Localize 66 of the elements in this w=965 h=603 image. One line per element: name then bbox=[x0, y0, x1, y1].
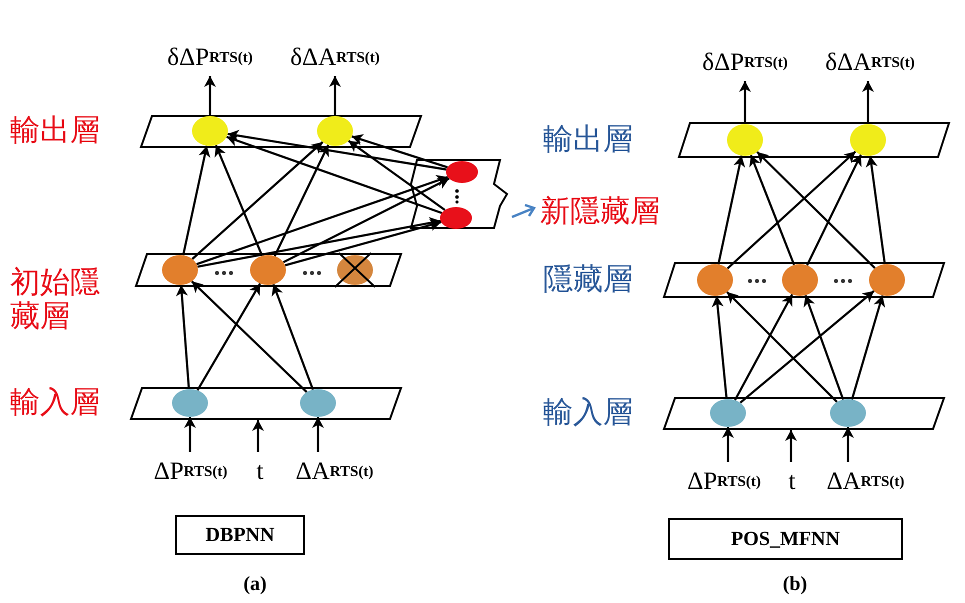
arrow bbox=[197, 217, 441, 268]
arrow bbox=[204, 76, 216, 116]
layer-label: 輸出層 bbox=[10, 115, 101, 148]
arrow bbox=[312, 417, 324, 452]
input-label: t bbox=[784, 462, 800, 502]
arrow bbox=[176, 284, 190, 390]
layer-label: 隱藏層 bbox=[543, 262, 634, 298]
neuron-circle bbox=[697, 264, 733, 296]
neuron-circle bbox=[172, 389, 208, 417]
arrow bbox=[842, 427, 854, 462]
layer-label: 新隱藏層 bbox=[540, 194, 661, 230]
neuron-circle bbox=[727, 124, 763, 156]
arrow bbox=[726, 291, 838, 403]
arrow bbox=[329, 76, 341, 116]
neuron-circle bbox=[300, 389, 336, 417]
arrow bbox=[182, 146, 210, 256]
arrow bbox=[192, 141, 324, 260]
neuron-circle bbox=[446, 161, 478, 183]
neuron-circle bbox=[782, 264, 818, 296]
arrow bbox=[196, 282, 262, 391]
neuron-circle bbox=[710, 399, 746, 427]
arrow bbox=[740, 290, 875, 404]
arrow bbox=[228, 130, 447, 171]
arrow bbox=[850, 295, 886, 400]
neuron-circle bbox=[869, 264, 905, 296]
arrow bbox=[866, 156, 886, 264]
neuron-circle bbox=[850, 124, 886, 156]
arrow bbox=[191, 280, 308, 393]
neuron-circle bbox=[830, 399, 866, 427]
arrow bbox=[252, 420, 264, 452]
layer-label: 輸入層 bbox=[10, 387, 101, 420]
arrow bbox=[785, 430, 797, 462]
arrow bbox=[717, 155, 746, 265]
input-label: t bbox=[252, 452, 268, 492]
arrow bbox=[734, 294, 794, 401]
arrow bbox=[726, 150, 856, 270]
arrow bbox=[756, 151, 876, 269]
arrow bbox=[862, 81, 874, 124]
arrow bbox=[351, 134, 448, 168]
panel-label: (a) bbox=[242, 572, 268, 596]
arrow bbox=[722, 427, 734, 462]
arrow bbox=[348, 140, 446, 211]
layer-label: 初始隱藏層 bbox=[10, 264, 101, 336]
arrow bbox=[272, 284, 314, 390]
model-name-label: POS_MFNN bbox=[668, 518, 903, 560]
neuron-circle bbox=[440, 207, 472, 229]
arrow bbox=[739, 81, 751, 124]
arrow bbox=[712, 296, 728, 400]
arrow bbox=[196, 174, 448, 266]
neuron-circle bbox=[192, 116, 228, 146]
arrow bbox=[282, 178, 450, 264]
arrow bbox=[274, 144, 330, 257]
arrow bbox=[184, 417, 196, 452]
crossed-neuron-circle bbox=[337, 255, 373, 285]
neuron-circle bbox=[162, 255, 198, 285]
arrow bbox=[284, 219, 442, 266]
arrow bbox=[806, 154, 862, 266]
model-name-label: DBPNN bbox=[175, 515, 305, 555]
layer-label: 輸入層 bbox=[543, 397, 634, 430]
arrow bbox=[749, 154, 796, 266]
arrow bbox=[804, 294, 844, 400]
layer-label: 輸出層 bbox=[543, 122, 634, 158]
arrow bbox=[226, 134, 442, 214]
neuron-circle bbox=[317, 116, 353, 146]
neuron-circle bbox=[250, 255, 286, 285]
panel-label: (b) bbox=[782, 572, 808, 596]
